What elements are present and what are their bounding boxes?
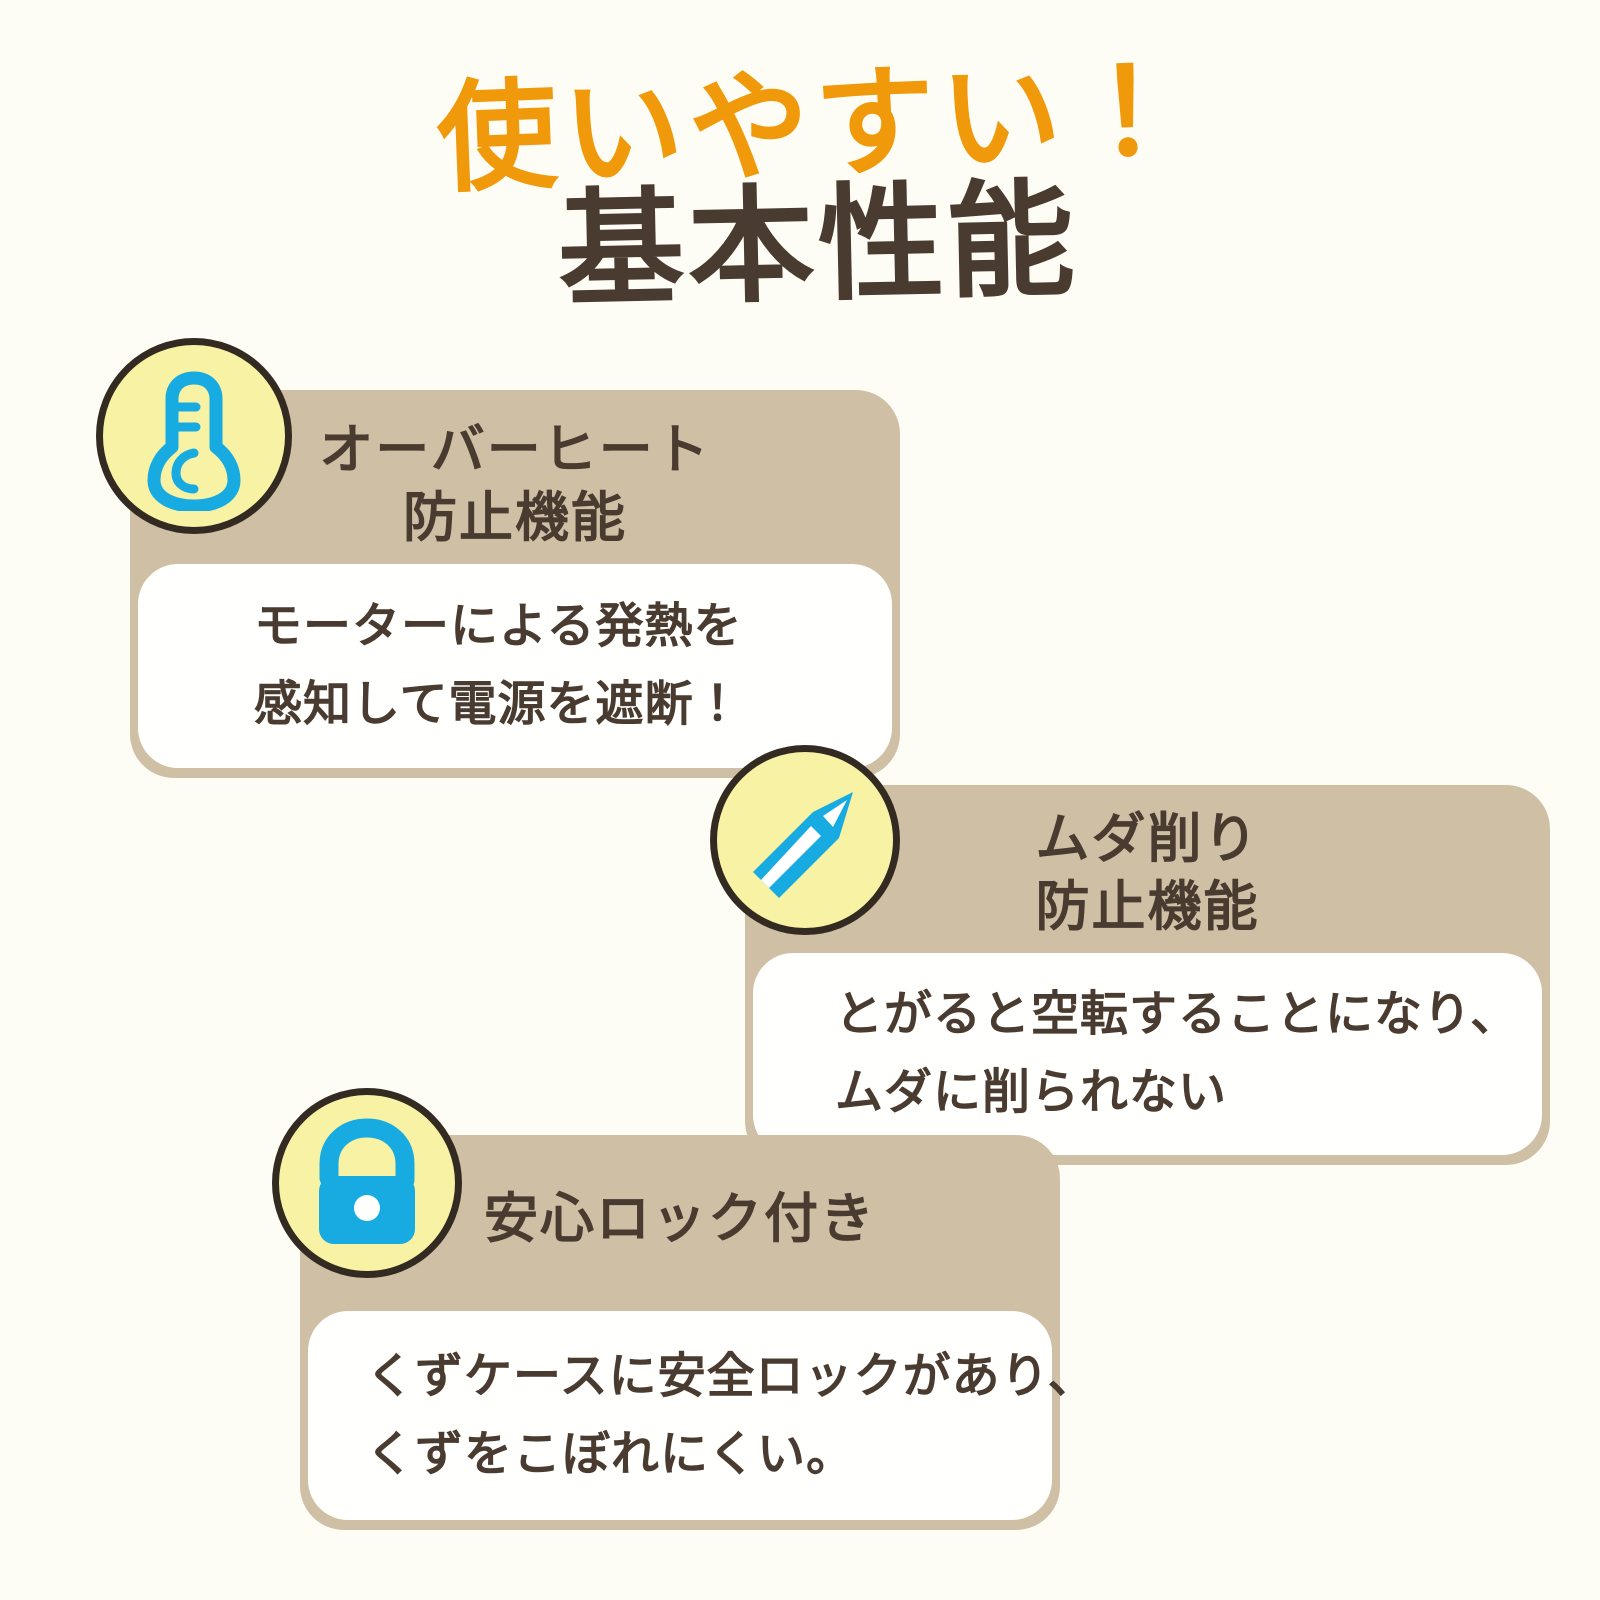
feature-card-overheat: オーバーヒート 防止機能 モーターによる発熱を 感知して電源を遮断！ <box>130 390 900 778</box>
feature-card-body: とがると空転することになり、 ムダに削られない <box>753 953 1542 1155</box>
page-title-accent-line: 使いやすい！ <box>434 41 1196 210</box>
feature-card-body-line: 感知して電源を遮断！ <box>254 676 743 732</box>
feature-card-body-line: とがると空転することになり、 <box>835 986 1520 1043</box>
pencil-icon <box>735 770 875 910</box>
feature-card-body-line: くずケースに安全ロックがあり、 <box>366 1347 1097 1404</box>
feature-card-body-line: モーターによる発熱を <box>254 598 743 655</box>
feature-card-title: オーバーヒート 防止機能 <box>319 418 711 550</box>
unlocked-padlock-icon <box>305 1116 429 1250</box>
feature-card-title: 安心ロック付き <box>484 1187 876 1250</box>
feature-icon-badge-lock <box>272 1088 462 1278</box>
feature-card-body: モーターによる発熱を 感知して電源を遮断！ <box>138 564 892 768</box>
feature-icon-badge-waste <box>710 745 900 935</box>
feature-card-body: くずケースに安全ロックがあり、 くずをこぼれにくい。 <box>308 1311 1097 1520</box>
thermometer-icon <box>134 361 254 511</box>
feature-card-body-line: ムダに削られない <box>835 1064 1228 1120</box>
page-title: 使いやすい！ 基本性能 <box>0 42 1600 324</box>
feature-card-title: ムダ削り 防止機能 <box>1035 807 1260 939</box>
feature-icon-badge-overheat <box>96 338 292 534</box>
page-title-main-line: 基本性能 <box>556 165 1080 324</box>
feature-card-body-line: くずをこぼれにくい。 <box>366 1425 856 1482</box>
